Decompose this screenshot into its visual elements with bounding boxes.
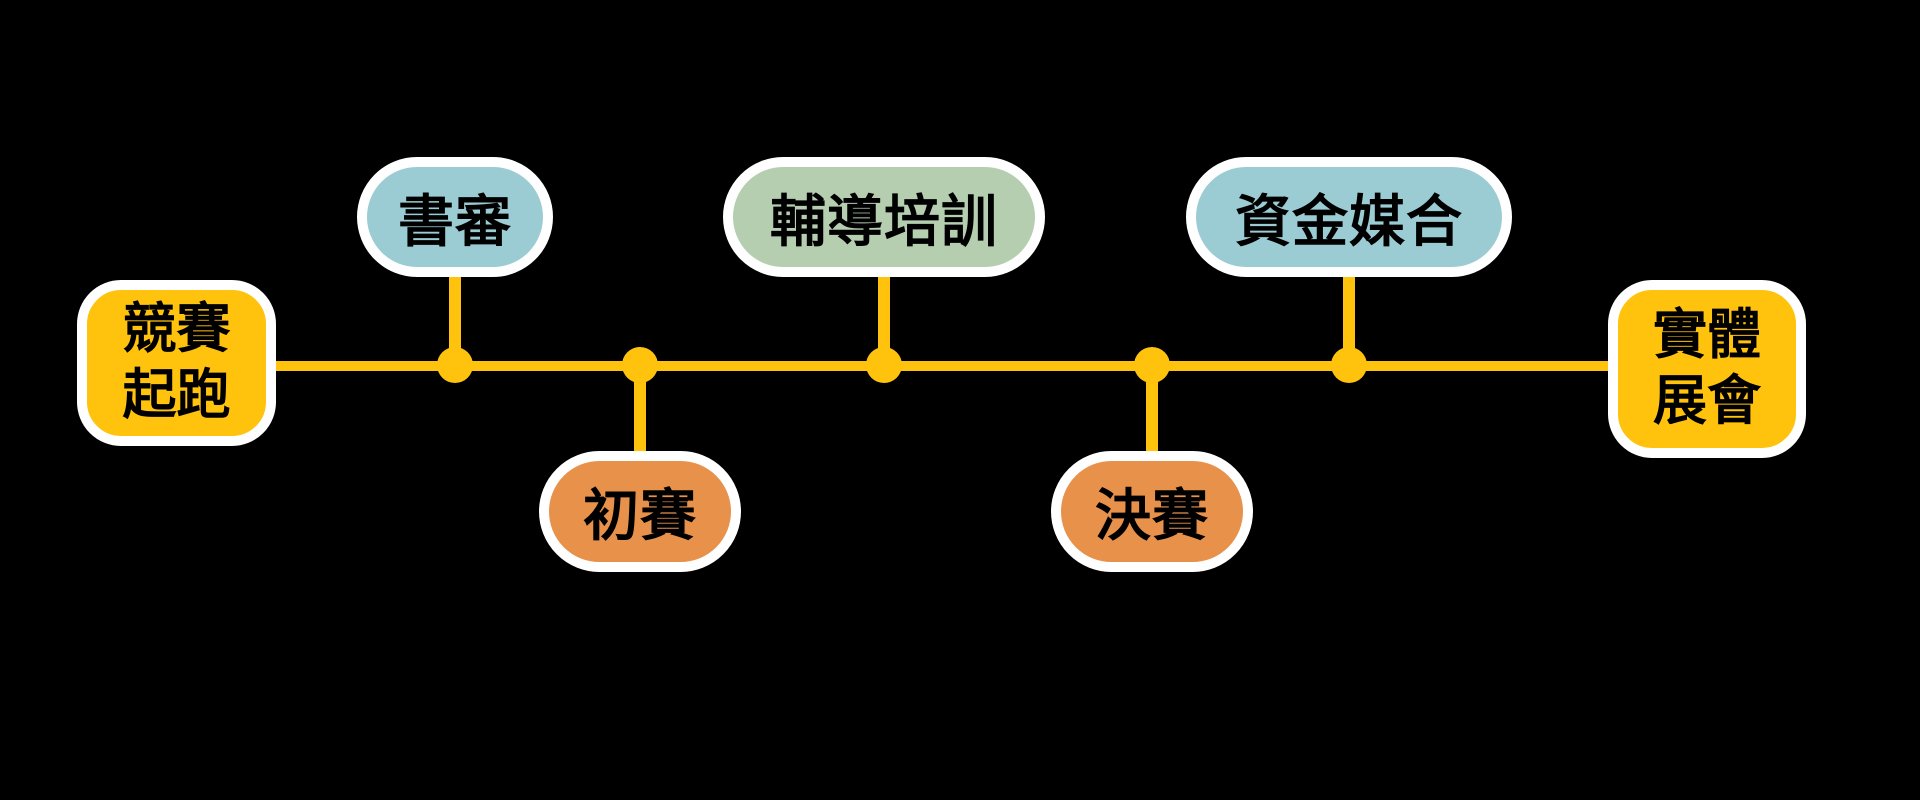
stage-label-start-line2: 起跑 [122, 365, 231, 425]
stage-card-final: 決賽 [1051, 451, 1253, 572]
timeline-dot-review [437, 347, 473, 383]
timeline-dot-preliminary [622, 347, 658, 383]
stage-card-expo: 實體 展會 [1608, 280, 1806, 458]
connector-review [449, 272, 461, 367]
stage-label-expo-line2: 展會 [1653, 371, 1761, 431]
stage-label-expo-line1: 實體 [1653, 305, 1761, 366]
stage-card-funding: 資金媒合 [1186, 157, 1512, 277]
stage-label-preliminary: 初賽 [583, 484, 697, 547]
connector-final [1146, 363, 1158, 455]
stage-label-start: 競賽 起跑 [123, 297, 231, 429]
stage-label-training: 輔導培訓 [770, 189, 998, 253]
stage-label-final: 決賽 [1095, 484, 1209, 547]
timeline-dot-final [1134, 347, 1170, 383]
connector-funding [1343, 272, 1355, 367]
connector-preliminary [634, 363, 646, 455]
stage-card-start: 競賽 起跑 [77, 280, 276, 446]
timeline-line [262, 361, 1612, 371]
stage-label-expo: 實體 展會 [1653, 303, 1761, 435]
stage-label-start-line1: 競賽 [122, 299, 231, 360]
timeline-dot-funding [1331, 347, 1367, 383]
timeline-dot-training [866, 347, 902, 383]
stage-card-training: 輔導培訓 [723, 157, 1045, 277]
stage-card-preliminary: 初賽 [539, 451, 741, 572]
stage-label-review: 書審 [398, 189, 512, 253]
connector-training [878, 272, 890, 367]
stage-card-review: 書審 [357, 157, 553, 277]
stage-label-funding: 資金媒合 [1235, 189, 1463, 253]
